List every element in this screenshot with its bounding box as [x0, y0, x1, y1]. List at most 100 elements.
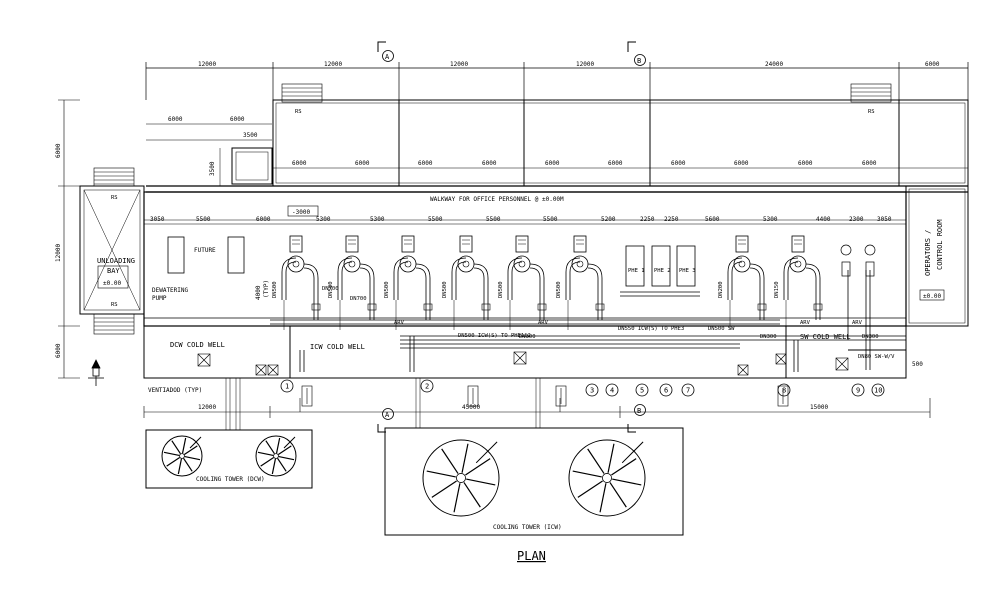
dim-left-bot: 6000	[55, 343, 62, 358]
circle-marker-number: 3	[590, 387, 594, 395]
pump-suction-pipe	[393, 257, 409, 300]
pump-discharge-pipe	[529, 263, 545, 320]
circle-marker-ring	[635, 383, 649, 397]
fan-blade	[265, 440, 275, 454]
level-tag: -3000	[292, 209, 310, 216]
fan-hub	[456, 473, 466, 483]
dim-pump-8: 5500	[543, 216, 558, 223]
circle-marker-number: 7	[686, 387, 690, 395]
pump-8: DN150	[774, 235, 823, 330]
operators-room	[905, 185, 969, 327]
unloading-bay-label-box	[97, 265, 129, 289]
dimension-chain-left	[58, 99, 80, 379]
dim-pump-14: 4400	[816, 216, 831, 223]
pump-suction-pipe	[341, 261, 353, 300]
dim-bottom-right: 15000	[810, 404, 828, 411]
fan-blade	[275, 437, 281, 454]
pump-motor	[515, 235, 529, 253]
circle-marker-2: 2	[420, 379, 434, 393]
pump-pipe-label: DN500	[442, 281, 448, 298]
circle-marker-1: 1	[280, 379, 294, 393]
fan-blade	[612, 478, 642, 486]
circle-marker-ring	[585, 383, 599, 397]
small-pump-1	[840, 244, 852, 277]
unloading-bay	[79, 185, 145, 315]
pump-impeller	[404, 260, 412, 268]
circle-marker-7: 7	[681, 383, 695, 397]
phe-2-label: PHE 2	[654, 268, 671, 274]
dim-top-5: 24000	[765, 61, 783, 68]
typ-4000-line-1: 4000	[255, 285, 262, 300]
pump-valve	[367, 303, 377, 311]
dcw-fan-1	[161, 435, 203, 477]
circle-marker-ring	[681, 383, 695, 397]
pump-suction-pipe	[281, 257, 297, 300]
dcw-fan-group	[161, 435, 297, 477]
circle-marker-ring	[851, 383, 865, 397]
fan-blade	[466, 478, 496, 486]
walkway-label: WALKWAY FOR OFFICE PERSONNEL @ ±0.00M	[430, 196, 564, 203]
unloading-bay-line-2: BAY	[107, 267, 120, 275]
fan-blade	[609, 482, 627, 508]
pump-discharge-pipe	[359, 263, 375, 320]
icw-fan-group	[422, 439, 646, 517]
dn500-sw-label: DN500 SW	[708, 326, 735, 332]
dim-pump-2: 5500	[196, 216, 211, 223]
pump-discharge-pipe	[749, 263, 765, 320]
circle-marker-9: 9	[851, 383, 865, 397]
fan-hub	[602, 473, 612, 483]
pump-6: DN500	[556, 235, 605, 330]
small-pump-casing	[864, 244, 876, 256]
fan-blade	[184, 455, 201, 461]
pipe-label-arv-3: ARV	[800, 320, 811, 326]
future-pumps	[167, 236, 245, 274]
roof-vent-top-right	[850, 83, 892, 103]
fan-blade	[441, 448, 459, 474]
pump-valve	[537, 303, 547, 311]
svg-text:B: B	[637, 57, 641, 65]
cold-wells	[143, 325, 907, 379]
pipe-label-dn700-b: DN700	[322, 286, 339, 292]
operators-level: ±0.00	[923, 293, 941, 300]
pump-discharge-pipe	[473, 267, 485, 320]
pump-discharge-pipe	[359, 267, 371, 320]
pipe-label-dn300-b: DN300	[760, 334, 777, 340]
dim-left-top: 6000	[55, 143, 62, 158]
dim-pump-11: 2250	[664, 216, 679, 223]
pump-2: DN500	[328, 235, 377, 330]
pump-motor	[289, 235, 303, 253]
dim-office-d: 3500	[209, 161, 216, 176]
dim-bay-6: 6000	[608, 160, 623, 167]
future-label: FUTURE	[194, 247, 216, 254]
fan-blade	[453, 483, 461, 513]
fan-blade	[278, 445, 292, 455]
fan-hub	[179, 453, 185, 459]
pump-suction-pipe	[451, 257, 467, 300]
dim-500: 500	[912, 361, 923, 368]
dim-bay-3: 6000	[418, 160, 433, 167]
dim-top-6: 6000	[925, 61, 940, 68]
pipe-label-arv-1: ARV	[394, 320, 405, 326]
icw-fan-2	[568, 439, 646, 517]
dim-office-a: 6000	[168, 116, 183, 123]
circle-marker-4: 4	[605, 383, 619, 397]
circle-marker-ring	[871, 383, 885, 397]
dimension-text-top: 12000 12000 12000 12000 24000 6000	[198, 61, 940, 68]
pump-valve	[481, 303, 491, 311]
dim-left-mid: 12000	[55, 244, 62, 262]
pump-suction-pipe	[787, 261, 799, 300]
roof-vent-left-bottom	[93, 313, 135, 335]
unloading-bay-label: UNLOADING BAY	[97, 257, 139, 275]
unloading-level: ±0.00	[103, 280, 121, 287]
pump-suction-pipe	[511, 261, 523, 300]
dim-bay-7: 6000	[671, 160, 686, 167]
small-pump-casing	[840, 244, 852, 256]
dim-top-1: 12000	[198, 61, 216, 68]
circle-marker-6: 6	[659, 383, 673, 397]
fan-motor-arm	[283, 436, 296, 449]
pump-discharge-pipe	[303, 267, 315, 320]
fan-blade	[260, 457, 274, 467]
pump-impeller	[794, 260, 802, 268]
grid-marker-b-top: B	[627, 41, 646, 66]
circle-marker-number: 5	[640, 387, 644, 395]
